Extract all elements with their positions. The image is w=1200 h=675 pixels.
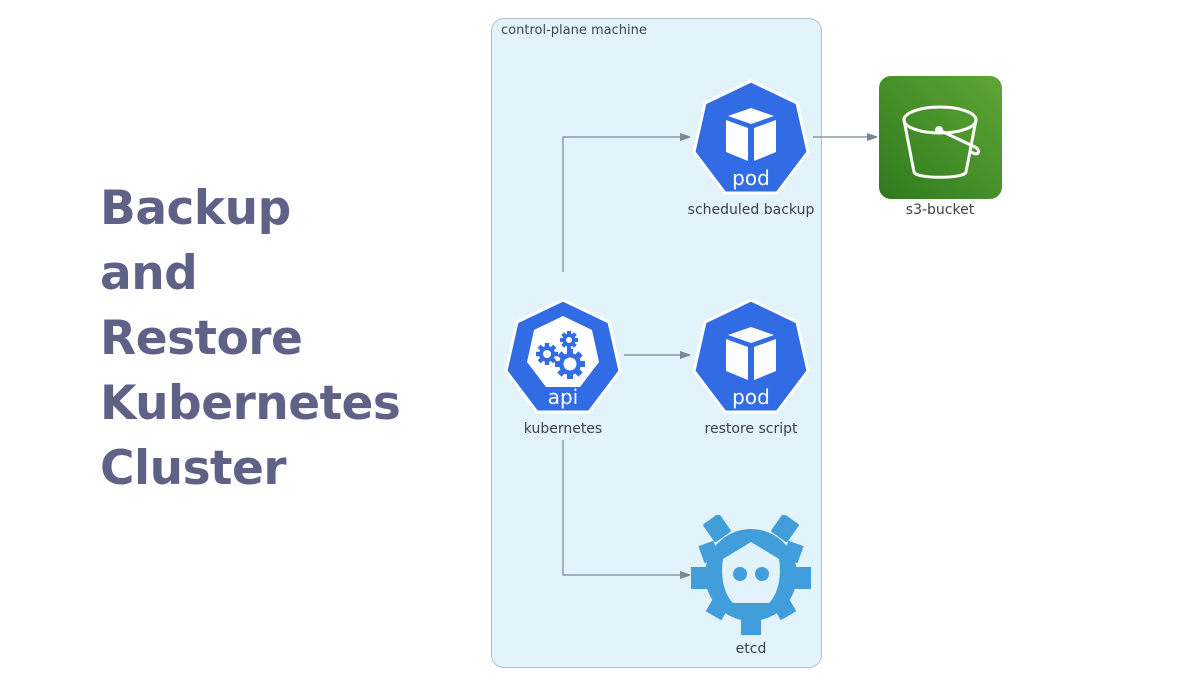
title-line: Backup	[100, 181, 291, 236]
title-line: and	[100, 246, 198, 301]
node-etcd[interactable]	[691, 514, 811, 637]
title-line: Restore	[100, 311, 303, 366]
etcd-icon	[691, 514, 811, 635]
diagram-title: Backup and Restore Kubernetes Cluster	[100, 176, 440, 501]
node-label-restore-script: restore script	[704, 421, 798, 437]
kubernetes-api-icon: api	[504, 298, 622, 414]
node-s3-bucket[interactable]	[879, 76, 1002, 199]
title-line: Cluster	[100, 441, 287, 496]
kubernetes-pod-icon: pod	[692, 79, 810, 195]
node-label-s3-bucket: s3-bucket	[905, 202, 975, 218]
pod-icon-text: pod	[732, 166, 770, 190]
cluster-label: control-plane machine	[501, 23, 647, 38]
node-label-scheduled-backup: scheduled backup	[687, 202, 815, 218]
node-restore-script[interactable]: pod	[691, 296, 811, 418]
node-kubernetes[interactable]: api	[503, 296, 623, 418]
node-label-kubernetes: kubernetes	[523, 421, 603, 437]
api-icon-text: api	[548, 385, 579, 409]
s3-bucket-icon	[879, 76, 1002, 199]
node-scheduled-backup[interactable]: pod	[691, 77, 811, 199]
title-line: Kubernetes	[100, 376, 401, 431]
kubernetes-pod-icon: pod	[692, 298, 810, 414]
pod-icon-text: pod	[732, 385, 770, 409]
node-label-etcd: etcd	[735, 641, 767, 657]
